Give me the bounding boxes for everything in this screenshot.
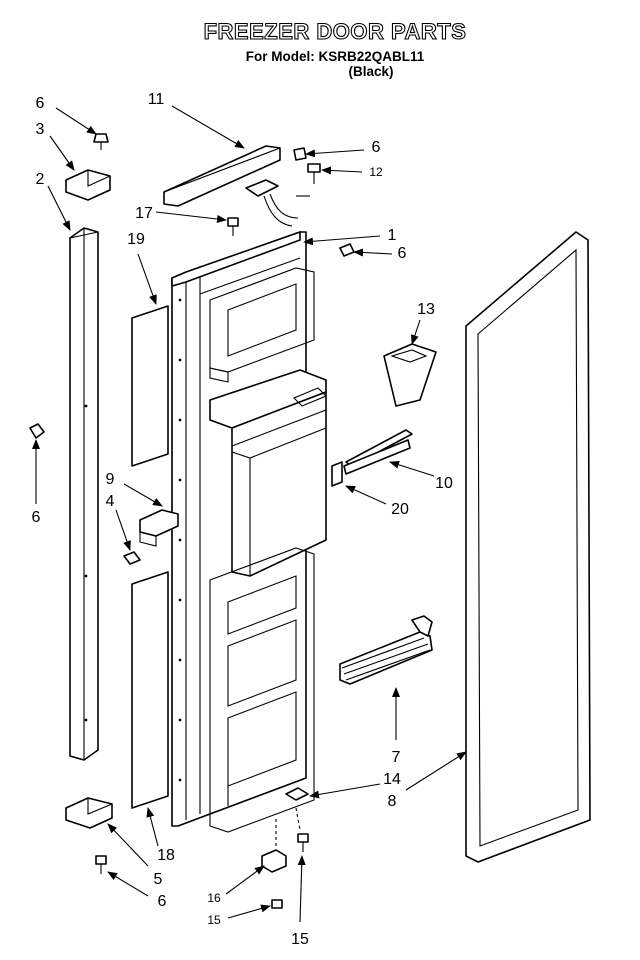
- callout-2: 2: [36, 171, 45, 188]
- callout-20: 20: [391, 501, 409, 518]
- callout-17: 17: [135, 205, 153, 222]
- hinge-pin-14: [285, 787, 309, 801]
- hinge-bracket-16: [261, 849, 287, 873]
- screw-top-left: [93, 133, 109, 150]
- screw-side-left: [29, 423, 45, 439]
- screw-12: [307, 163, 321, 184]
- callout-1: 1: [388, 227, 397, 244]
- callout-12: 12: [369, 165, 383, 179]
- door-side-trim: [69, 227, 99, 761]
- callout-14: 14: [383, 771, 401, 788]
- insulation-panel-lower: [131, 571, 169, 809]
- mounting-bracket: [139, 509, 179, 547]
- screw-top-right: [293, 147, 307, 161]
- callout-9: 9: [106, 471, 115, 488]
- callout-18: 18: [157, 847, 175, 864]
- model-number: For Model: KSRB22QABL11: [246, 49, 425, 64]
- callout-19: 19: [127, 231, 145, 248]
- callout-6-upper-right: 6: [372, 139, 381, 156]
- door-gasket: [465, 231, 591, 863]
- page-title: FREEZER DOOR PARTS: [204, 19, 467, 44]
- screw-15-right: [297, 833, 309, 852]
- callout-13: 13: [417, 301, 435, 318]
- callout-5: 5: [154, 871, 163, 888]
- dispenser-chute: [383, 343, 437, 407]
- screw-bottom-left: [95, 855, 107, 874]
- callout-7: 7: [392, 749, 401, 766]
- screw-4: [123, 551, 141, 565]
- callout-15-left: 15: [207, 913, 221, 927]
- callout-8: 8: [388, 793, 397, 810]
- callout-11: 11: [148, 91, 165, 108]
- door-top-trim: [163, 145, 281, 207]
- callout-6-top: 6: [36, 95, 45, 112]
- leader-lines: [32, 105, 467, 923]
- callout-10: 10: [435, 475, 453, 492]
- callout-6-mid-right: 6: [398, 245, 407, 262]
- wire-harness: [245, 179, 310, 227]
- callout-15-bottom: 15: [291, 931, 309, 948]
- color-note: (Black): [348, 64, 393, 79]
- callout-6-left: 6: [32, 509, 41, 526]
- screw-side-right: [339, 243, 355, 257]
- callout-3: 3: [36, 121, 45, 138]
- shelf-rail-set: [339, 615, 433, 685]
- callout-16: 16: [207, 891, 221, 905]
- screw-15-lower: [271, 899, 283, 909]
- door-liner-assembly: [171, 231, 327, 833]
- callout-labels: 6 3 2 11 6 12 17 1 19 6 13 10 9 4 20 6 7…: [32, 91, 453, 948]
- light-strip: [343, 429, 413, 475]
- lower-hinge-cap: [65, 797, 113, 829]
- callout-4: 4: [106, 493, 115, 510]
- small-lens: [331, 461, 343, 487]
- insulation-panel-upper: [131, 305, 169, 467]
- upper-hinge-cap: [65, 169, 111, 201]
- screw-17: [227, 217, 239, 236]
- callout-6-bottom: 6: [158, 893, 167, 910]
